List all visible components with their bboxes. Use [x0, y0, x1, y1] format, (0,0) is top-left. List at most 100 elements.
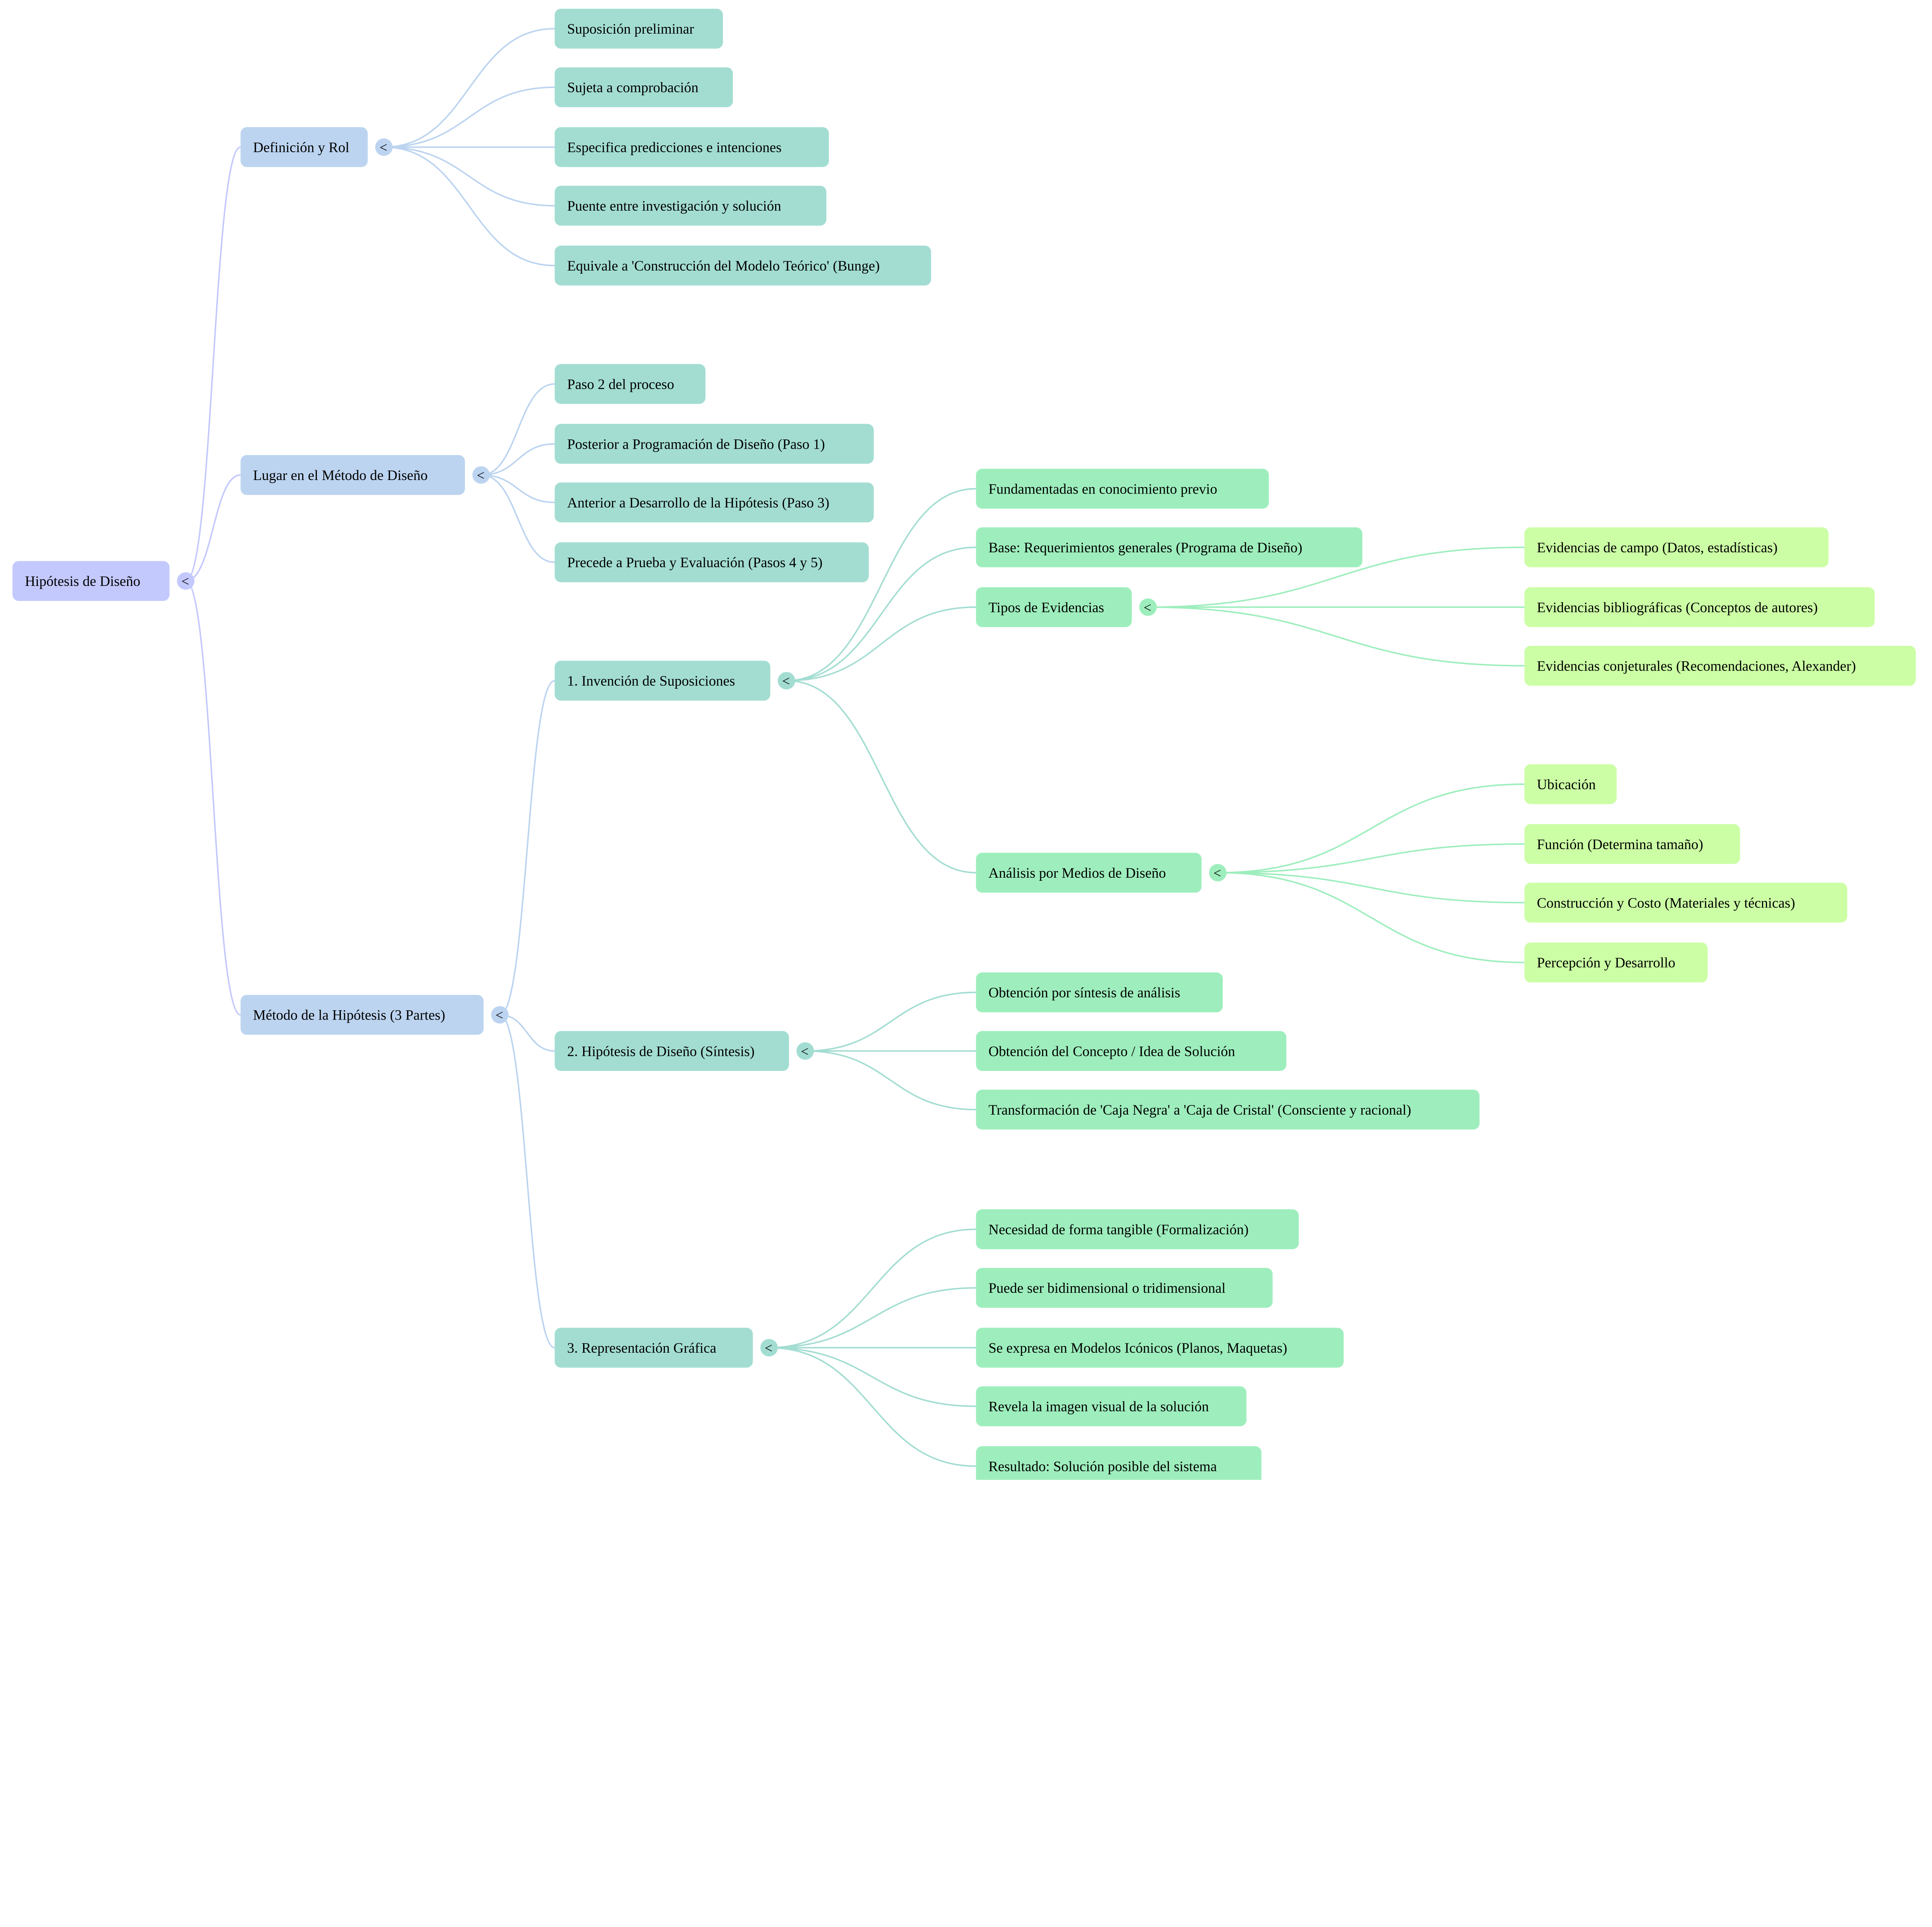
node-revela-la-imagen-visual-de-la-solucion[interactable]: Revela la imagen visual de la solución [976, 1386, 1247, 1427]
node-funcion-determina-tamano[interactable]: Función (Determina tamaño) [1524, 824, 1740, 864]
node-box[interactable] [554, 542, 869, 582]
node-evidencias-de-campo-datos-estadisticas[interactable]: Evidencias de campo (Datos, estadísticas… [1524, 527, 1829, 567]
node-box[interactable] [554, 660, 770, 701]
node-2-hipotesis-de-diseno-sintesis[interactable]: 2. Hipótesis de Diseño (Síntesis) [554, 1031, 789, 1071]
node-transformacion-de-caja-negra-a-caja-de-c[interactable]: Transformación de 'Caja Negra' a 'Caja d… [976, 1089, 1480, 1130]
node-se-expresa-en-modelos-iconicos-planos-ma[interactable]: Se expresa en Modelos Icónicos (Planos, … [976, 1328, 1344, 1368]
node-box[interactable] [976, 587, 1132, 627]
node-box[interactable] [1524, 824, 1740, 864]
node-box[interactable] [976, 1209, 1299, 1249]
node-obtencion-del-concepto-idea-de-solucion[interactable]: Obtención del Concepto / Idea de Solució… [976, 1031, 1287, 1071]
node-3-representacion-grafica[interactable]: 3. Representación Gráfica [554, 1328, 753, 1368]
collapse-toggle-icon[interactable]: < [472, 466, 490, 484]
chevron-left-icon: < [1144, 600, 1151, 615]
node-label: Hipótesis de Diseño [25, 574, 141, 589]
toggle-circle[interactable] [375, 138, 393, 156]
node-paso-2-del-proceso[interactable]: Paso 2 del proceso [554, 364, 706, 404]
node-suposicion-preliminar[interactable]: Suposición preliminar [554, 9, 723, 49]
toggle-circle[interactable] [796, 1042, 814, 1060]
node-hipotesis-de-diseno[interactable]: Hipótesis de Diseño [12, 561, 170, 601]
node-box[interactable] [976, 853, 1202, 893]
node-fundamentadas-en-conocimiento-previo[interactable]: Fundamentadas en conocimiento previo [976, 468, 1269, 509]
node-1-invencion-de-suposiciones[interactable]: 1. Invención de Suposiciones [554, 660, 770, 701]
node-box[interactable] [554, 364, 706, 404]
node-label: Tipos de Evidencias [988, 600, 1104, 616]
node-box[interactable] [554, 482, 874, 523]
collapse-toggle-icon[interactable]: < [760, 1339, 778, 1357]
node-analisis-por-medios-de-diseno[interactable]: Análisis por Medios de Diseño [976, 853, 1202, 893]
node-lugar-en-el-metodo-de-diseno[interactable]: Lugar en el Método de Diseño [240, 455, 465, 495]
node-box[interactable] [976, 1328, 1344, 1368]
node-box[interactable] [976, 1268, 1273, 1308]
node-box[interactable] [976, 972, 1223, 1013]
node-box[interactable] [240, 995, 484, 1035]
toggle-circle[interactable] [1139, 598, 1157, 616]
collapse-toggle-icon[interactable]: < [375, 138, 393, 156]
edge-paso-2-del-proceso [481, 383, 555, 476]
node-box[interactable] [12, 561, 170, 601]
node-box[interactable] [976, 1031, 1287, 1071]
collapse-toggle-icon[interactable]: < [1209, 864, 1227, 882]
node-puede-ser-bidimensional-o-tridimensional[interactable]: Puede ser bidimensional o tridimensional [976, 1268, 1273, 1308]
toggle-circle[interactable] [760, 1339, 778, 1357]
node-resultado-solucion-posible-del-sistema[interactable]: Resultado: Solución posible del sistema [976, 1446, 1262, 1480]
collapse-toggle-icon[interactable]: < [177, 572, 195, 590]
edge-posterior-a-programacion-de-diseno-paso- [481, 443, 555, 476]
node-box[interactable] [554, 67, 733, 107]
node-box[interactable] [554, 127, 829, 167]
node-construccion-y-costo-materiales-y-tecnic[interactable]: Construcción y Costo (Materiales y técni… [1524, 882, 1847, 923]
node-box[interactable] [240, 127, 368, 167]
collapse-toggle-icon[interactable]: < [796, 1042, 814, 1060]
node-evidencias-bibliograficas-conceptos-de-a[interactable]: Evidencias bibliográficas (Conceptos de … [1524, 587, 1875, 627]
node-anterior-a-desarrollo-de-la-hipotesis-pa[interactable]: Anterior a Desarrollo de la Hipótesis (P… [554, 482, 874, 523]
node-ubicacion[interactable]: Ubicación [1524, 764, 1617, 804]
toggle-circle[interactable] [177, 572, 195, 590]
node-label: Ubicación [1537, 777, 1595, 793]
toggle-circle[interactable] [472, 466, 490, 484]
node-metodo-de-la-hipotesis-3-partes[interactable]: Método de la Hipótesis (3 Partes) [240, 995, 484, 1035]
node-box[interactable] [976, 468, 1269, 509]
node-obtencion-por-sintesis-de-analisis[interactable]: Obtención por síntesis de análisis [976, 972, 1223, 1013]
node-box[interactable] [1524, 764, 1617, 804]
collapse-toggle-icon[interactable]: < [1139, 598, 1157, 616]
node-evidencias-conjeturales-recomendaciones-[interactable]: Evidencias conjeturales (Recomendaciones… [1524, 645, 1916, 686]
node-tipos-de-evidencias[interactable]: Tipos de Evidencias [976, 587, 1132, 627]
node-percepcion-y-desarrollo[interactable]: Percepción y Desarrollo [1524, 942, 1708, 982]
node-label: Paso 2 del proceso [567, 376, 674, 392]
node-box[interactable] [976, 1386, 1247, 1427]
node-label: Necesidad de forma tangible (Formalizaci… [988, 1222, 1248, 1238]
edge-resultado-solucion-posible-del-sistema [769, 1347, 976, 1467]
node-definicion-y-rol[interactable]: Definición y Rol [240, 127, 368, 167]
node-box[interactable] [1524, 882, 1847, 923]
node-box[interactable] [554, 245, 931, 286]
toggle-circle[interactable] [1209, 864, 1227, 882]
node-box[interactable] [976, 1089, 1480, 1130]
node-box[interactable] [1524, 645, 1916, 686]
node-label: Obtención del Concepto / Idea de Solució… [988, 1044, 1235, 1059]
node-precede-a-prueba-y-evaluacion-pasos-4-y-[interactable]: Precede a Prueba y Evaluación (Pasos 4 y… [554, 542, 869, 582]
collapse-toggle-icon[interactable]: < [491, 1006, 509, 1024]
node-box[interactable] [1524, 527, 1829, 567]
node-box[interactable] [976, 527, 1362, 567]
node-box[interactable] [976, 1446, 1262, 1480]
edge-ubicacion [1218, 783, 1525, 873]
node-puente-entre-investigacion-y-solucion[interactable]: Puente entre investigación y solución [554, 186, 827, 226]
node-especifica-predicciones-e-intenciones[interactable]: Especifica predicciones e intenciones [554, 127, 829, 167]
node-box[interactable] [554, 1328, 753, 1368]
collapse-toggle-icon[interactable]: < [777, 672, 796, 689]
node-necesidad-de-forma-tangible-formalizacio[interactable]: Necesidad de forma tangible (Formalizaci… [976, 1209, 1299, 1249]
node-posterior-a-programacion-de-diseno-paso-[interactable]: Posterior a Programación de Diseño (Paso… [554, 424, 874, 464]
node-box[interactable] [554, 9, 723, 49]
node-base-requerimientos-generales-programa-d[interactable]: Base: Requerimientos generales (Programa… [976, 527, 1362, 567]
node-box[interactable] [554, 424, 874, 464]
toggle-circle[interactable] [491, 1006, 509, 1024]
node-box[interactable] [554, 1031, 789, 1071]
node-box[interactable] [1524, 942, 1708, 982]
node-equivale-a-construccion-del-modelo-teori[interactable]: Equivale a 'Construcción del Modelo Teór… [554, 245, 931, 286]
chevron-left-icon: < [782, 673, 790, 689]
toggle-circle[interactable] [777, 672, 796, 689]
node-box[interactable] [1524, 587, 1875, 627]
node-box[interactable] [554, 186, 827, 226]
node-sujeta-a-comprobacion[interactable]: Sujeta a comprobación [554, 67, 733, 107]
node-box[interactable] [240, 455, 465, 495]
